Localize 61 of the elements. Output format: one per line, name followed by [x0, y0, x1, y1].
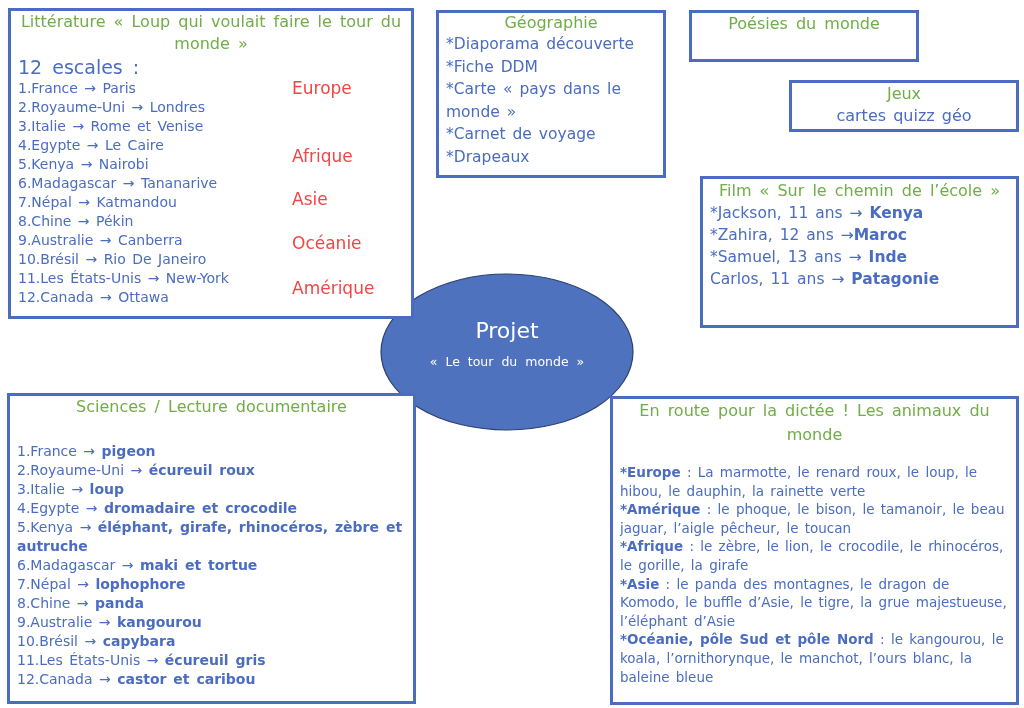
list-item: *Amérique : le phoque, le bison, le tamanoir, le beau jaguar, l’aigle pêcheur, le toucan: [620, 500, 1006, 538]
list-item: *Carte « pays dans le monde »: [446, 79, 622, 123]
list-item: 3.Italie → Rome et Venise: [18, 117, 204, 136]
ellipse-title: Projet: [475, 317, 539, 345]
topic-box: [436, 10, 666, 178]
list-item: 6.Madagascar → Tananarive: [18, 174, 218, 193]
list-item: Carlos, 11 ans → Patagonie: [710, 269, 941, 290]
list-item: 1.France → pigeon: [17, 442, 157, 461]
list-item: 7.Népal → lophophore: [17, 575, 187, 594]
list-item: 9.Australie → kangourou: [17, 613, 203, 632]
list-item: 2.Royaume-Uni → écureuil roux: [17, 461, 256, 480]
card-title: Film « Sur le chemin de l’école »: [717, 180, 1002, 202]
central-ellipse: [380, 273, 634, 431]
list-item: 10.Brésil → capybara: [17, 632, 177, 651]
list-item: 4.Egypte → dromadaire et crocodile: [17, 499, 299, 518]
card-title: En route pour la dictée ! Les animaux du monde: [638, 400, 991, 446]
list-item: *Drapeaux: [446, 146, 531, 168]
list-item: 12.Canada → castor et caribou: [17, 670, 257, 689]
list-item: *Fiche DDM: [446, 56, 539, 78]
continent-label: Asie: [292, 188, 328, 210]
list-item: 3.Italie → loup: [17, 480, 125, 499]
list-item: 8.Chine → panda: [17, 594, 145, 613]
list-item: 4.Egypte → Le Caire: [18, 136, 164, 155]
list-item: *Carnet de voyage: [446, 124, 597, 145]
list-item: 12.Canada → Ottawa: [18, 288, 169, 307]
list-item: 8.Chine → Pékin: [18, 212, 134, 231]
list-item: 7.Népal → Katmandou: [18, 193, 177, 212]
list-item: 1.France → Paris: [18, 79, 136, 98]
list-item: *Jackson, 11 ans → Kenya: [710, 203, 925, 224]
topic-box: [7, 393, 416, 704]
card-title: Géographie: [503, 13, 599, 33]
card-title: Littérature « Loup qui voulait faire le tour du monde »: [19, 11, 403, 55]
list-item: *Océanie, pôle Sud et pôle Nord : le kangourou, le koala, l’ornithorynque, le manchot, l’ours blanc, la baleine bleue: [620, 630, 1005, 687]
topic-box: [700, 176, 1019, 328]
topic-box: [8, 8, 414, 319]
list-item: 11.Les États-Unis → écureuil gris: [17, 651, 267, 670]
ellipse-subtitle: « Le tour du monde »: [429, 353, 585, 371]
list-item: 6.Madagascar → maki et tortue: [17, 556, 259, 575]
list-item: cartes quizz géo: [836, 105, 972, 127]
card-title: Sciences / Lecture documentaire: [75, 396, 348, 418]
list-item: 2.Royaume-Uni → Londres: [18, 98, 205, 117]
list-item: *Zahira, 12 ans →Maroc: [710, 225, 909, 246]
list-item: *Europe : La marmotte, le renard roux, le loup, le hibou, le dauphin, la rainette verte: [620, 463, 979, 501]
subheading: 12 escales :: [18, 55, 140, 79]
list-item: *Diaporama découverte: [446, 34, 636, 55]
continent-label: Europe: [292, 77, 352, 99]
topic-box: [789, 80, 1019, 132]
list-item: *Asie : le panda des montagnes, le dragon de Komodo, le buffle d’Asie, le tigre, la grue majestueuse, l’éléphant d’Asie: [620, 574, 1008, 631]
card-title: Jeux: [885, 83, 923, 105]
list-item: 10.Brésil → Rio De Janeiro: [18, 250, 207, 269]
list-item: *Afrique : le zèbre, le lion, le crocodile, le rhinocéros, le gorille, la girafe: [620, 537, 1005, 575]
list-item: 11.Les États-Unis → New-York: [18, 269, 229, 288]
topic-box: [689, 10, 919, 62]
card-title: Poésies du monde: [727, 13, 881, 35]
list-item: *Samuel, 13 ans → Inde: [710, 247, 909, 268]
topic-box: [610, 396, 1019, 705]
continent-label: Afrique: [292, 145, 353, 167]
continent-label: Océanie: [292, 232, 362, 254]
list-item: 9.Australie → Canberra: [18, 231, 183, 250]
list-item: 5.Kenya → Nairobi: [18, 155, 149, 174]
continent-label: Amérique: [292, 277, 375, 299]
